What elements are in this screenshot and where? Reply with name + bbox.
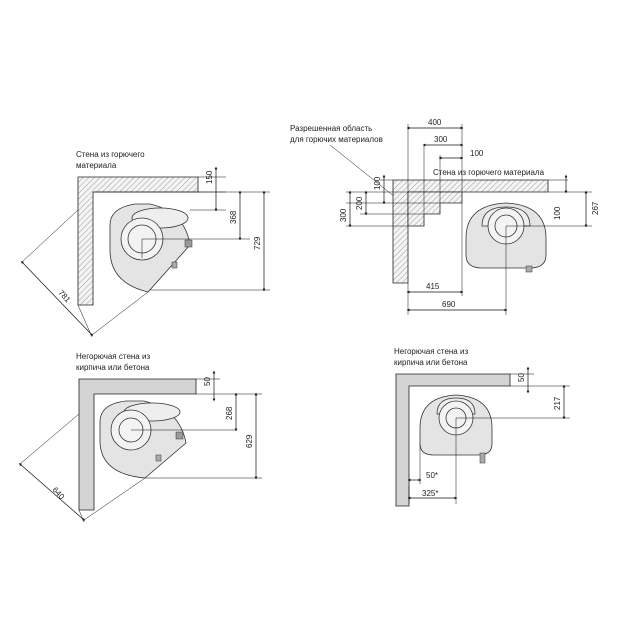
panel-wall-noncombustible: Негорючая стена из кирпича или бетона 50… bbox=[394, 347, 570, 507]
allowed-area-label-line1: Разрешенная область bbox=[290, 124, 372, 133]
dim-100-left: 100 bbox=[373, 176, 382, 190]
heater-foot bbox=[155, 454, 162, 462]
allowed-area bbox=[407, 191, 463, 227]
panel-corner-combustible: Стена из горючего материала 150 368 729 … bbox=[21, 150, 270, 338]
dim-781-line bbox=[21, 260, 93, 337]
heater-knob bbox=[184, 239, 193, 248]
dim-690: 690 bbox=[442, 300, 456, 309]
dim-267: 267 bbox=[591, 201, 600, 215]
dim-640: 640 bbox=[51, 485, 67, 501]
dim-200: 200 bbox=[355, 196, 364, 210]
dim-50: 50 bbox=[517, 373, 526, 382]
dim-400: 400 bbox=[428, 118, 442, 127]
heater-knob bbox=[175, 431, 184, 440]
dim-50-star: 50* bbox=[426, 471, 438, 480]
dim-300-top: 300 bbox=[434, 135, 448, 144]
panel-allowed-area: Разрешенная область для горючих материал… bbox=[290, 118, 600, 315]
dim-640-line bbox=[18, 463, 86, 521]
wall-label-line2: кирпича или бетона bbox=[76, 363, 150, 372]
dim-781: 781 bbox=[57, 288, 73, 304]
allowed-area-label-line2: для горючих материалов bbox=[290, 135, 383, 144]
dim-150: 150 bbox=[205, 170, 214, 184]
dim-100-top: 100 bbox=[470, 149, 484, 158]
wall-label-line1: Стена из горючего bbox=[76, 150, 145, 159]
wall-label-line2: кирпича или бетона bbox=[394, 358, 468, 367]
dim-729: 729 bbox=[253, 236, 262, 250]
heater-foot bbox=[479, 452, 486, 464]
dim-325-star: 325* bbox=[422, 489, 438, 498]
dim-629: 629 bbox=[245, 434, 254, 448]
panel-corner-noncombustible: Негорючая стена из кирпича или бетона 50… bbox=[18, 352, 262, 523]
allowed-area-leader bbox=[329, 144, 406, 206]
dim-368: 368 bbox=[229, 210, 238, 224]
heater-foot bbox=[171, 261, 178, 269]
dim-217: 217 bbox=[553, 396, 562, 410]
wall-label-line1: Негорючая стена из bbox=[394, 347, 468, 356]
wall-label-line2: материала bbox=[76, 161, 117, 170]
dim-100-right: 100 bbox=[553, 206, 562, 220]
dim-50: 50 bbox=[203, 377, 212, 386]
wall-label-line1: Негорючая стена из bbox=[76, 352, 150, 361]
dim-300-left: 300 bbox=[339, 208, 348, 222]
heater-foot bbox=[525, 265, 533, 273]
dim-268: 268 bbox=[225, 406, 234, 420]
wall-label: Стена из горючего материала bbox=[433, 168, 545, 177]
dim-415: 415 bbox=[426, 282, 440, 291]
